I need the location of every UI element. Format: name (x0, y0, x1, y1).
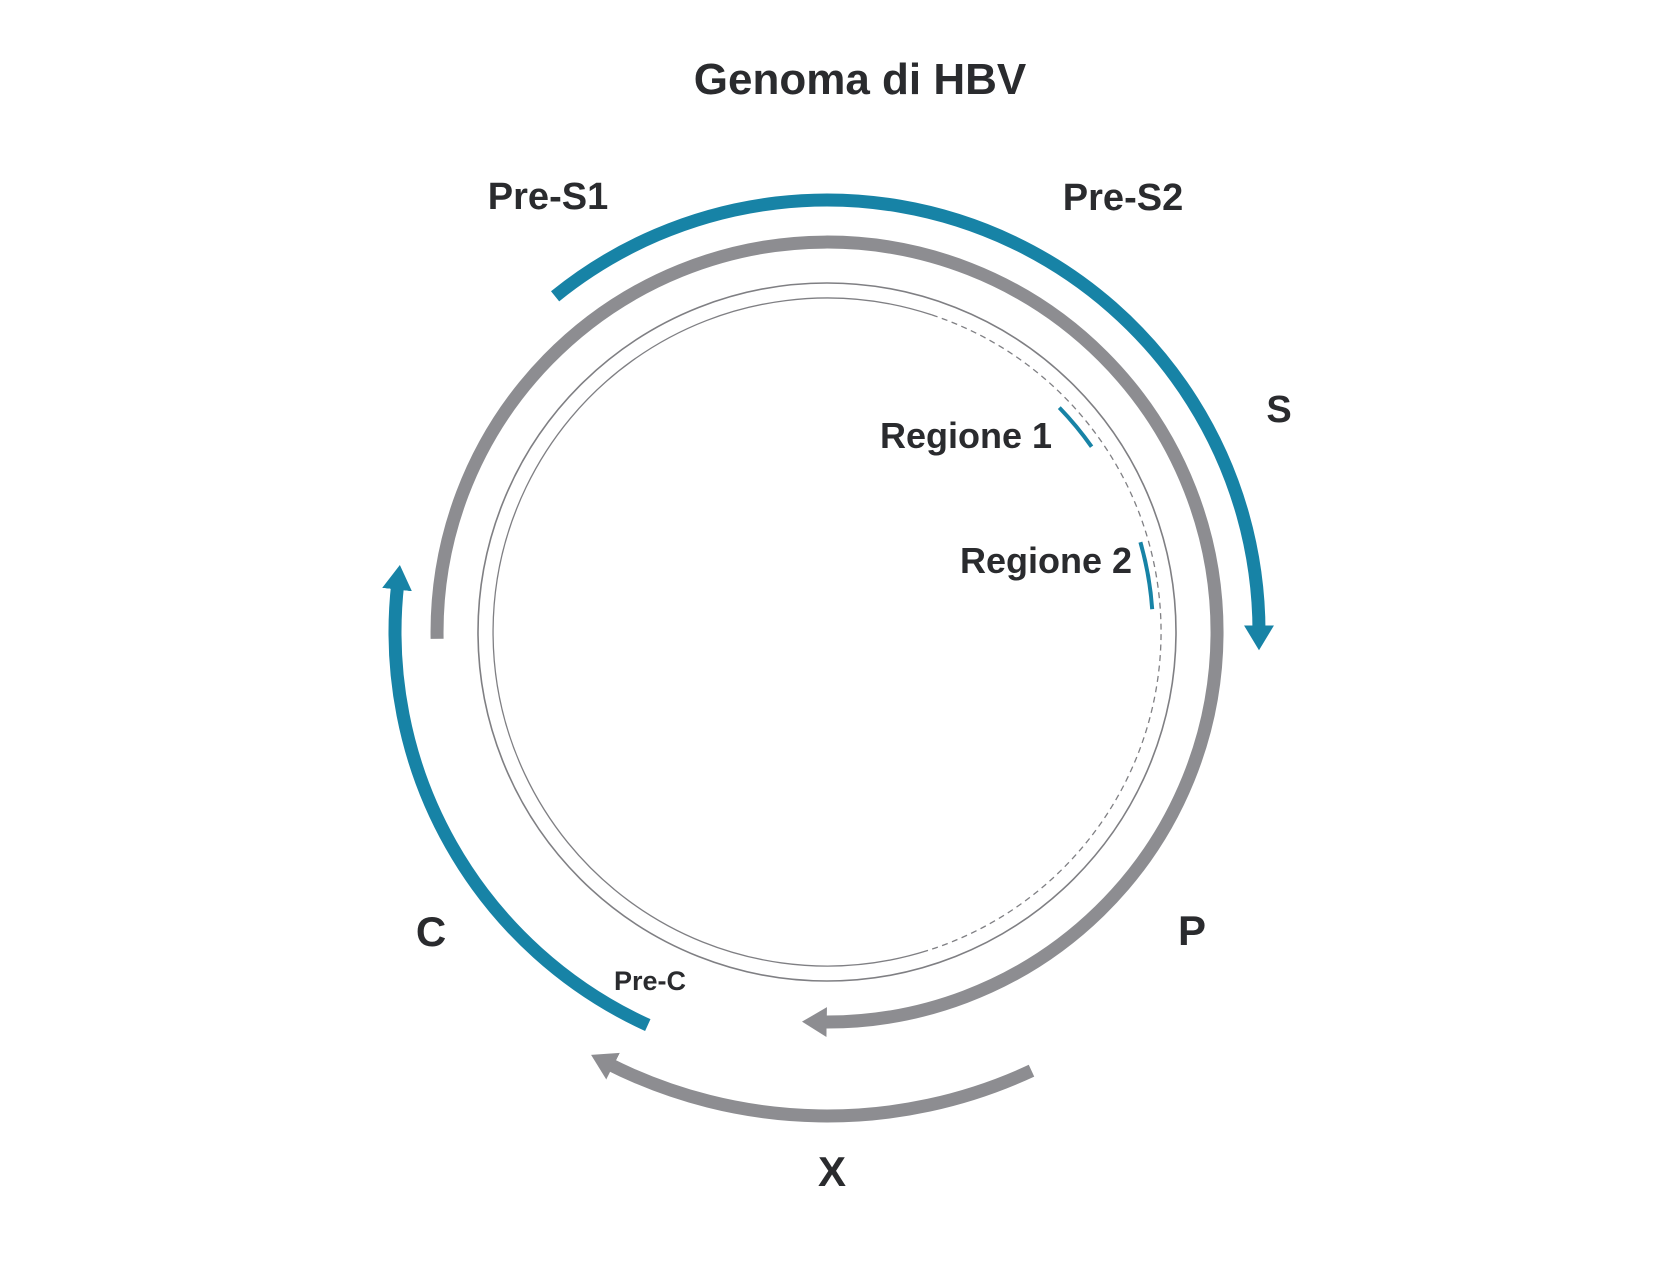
regione-1-tick (1057, 406, 1094, 448)
gene-surface-arc (551, 193, 1274, 651)
regione-2-tick (1138, 541, 1155, 610)
label-x: X (818, 1148, 846, 1195)
label-pre-c: Pre-C (614, 966, 686, 996)
diagram-title: Genoma di HBV (694, 55, 1027, 104)
label-s: S (1266, 389, 1291, 431)
gene-p-arc (430, 235, 1224, 1038)
gene-c-arc (382, 565, 651, 1032)
label-c: C (416, 908, 446, 955)
label-p: P (1178, 907, 1206, 954)
gene-x-arc (591, 1052, 1035, 1123)
label-regione-2: Regione 2 (960, 540, 1132, 581)
label-pre-s2: Pre-S2 (1063, 177, 1183, 219)
dna-plus-strand-dashed-arc (927, 314, 1162, 952)
dna-minus-strand-circle (477, 282, 1177, 982)
label-pre-s1: Pre-S1 (488, 176, 608, 218)
label-regione-1: Regione 1 (880, 415, 1052, 456)
dna-plus-strand-solid-arc (492, 297, 933, 967)
